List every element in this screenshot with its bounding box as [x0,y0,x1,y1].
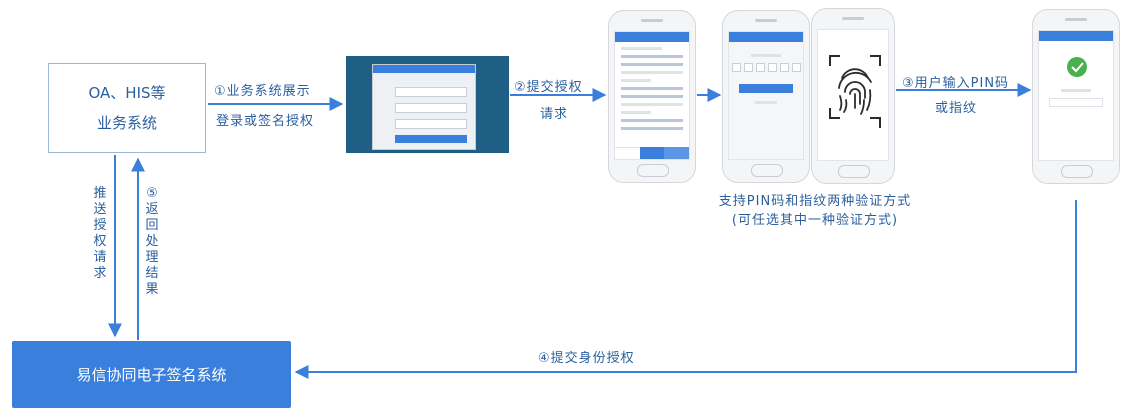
phone-success [1032,9,1120,184]
phone-speaker [755,19,777,22]
check-circle-icon [1067,57,1087,77]
sign-system-box: 易信协同电子签名系统 [12,341,291,408]
phone-screen [614,31,690,160]
step3-label-2: 或指纹 [935,101,978,116]
oa-his-system-box: OA、HIS等 业务系统 [48,63,206,153]
phone-screen [817,29,889,161]
phone-speaker [842,17,864,20]
push-request-label: 推送授权请求 [93,186,107,281]
step2-label-2: 请求 [540,107,569,122]
step1-label-2: 登录或签名授权 [216,114,315,129]
oa-line1: OA、HIS等 [88,84,166,102]
phone-fingerprint [811,8,895,184]
caption-line1: 支持PIN码和指纹两种验证方式 [718,194,912,209]
step4-label: ④提交身份授权 [538,351,635,366]
phone-pin-entry [722,10,810,183]
phone-home-button [751,164,783,177]
phone-speaker [1065,18,1087,21]
step2-label-1: ②提交授权 [514,80,583,95]
caption-line2: (可任选其中一种验证方式) [731,213,899,228]
phone-screen [1038,30,1114,161]
step3-label-1: ③用户输入PIN码 [902,76,1010,91]
phone-home-button [637,164,669,177]
phone-speaker [641,19,663,22]
oa-line2: 业务系统 [96,114,157,132]
sign-system-label: 易信协同电子签名系统 [76,366,227,384]
phone-screen [728,31,804,160]
step1-label-1: ①业务系统展示 [214,84,311,99]
fingerprint-icon [829,55,881,128]
return-result-label: ⑤返回处理结果 [145,186,159,297]
phone-home-button [838,165,870,178]
phone-home-button [1061,165,1093,178]
arrow-step4 [294,200,1077,379]
login-screenshot [346,56,509,153]
phone-request-list [608,10,696,183]
login-dialog [372,64,476,150]
